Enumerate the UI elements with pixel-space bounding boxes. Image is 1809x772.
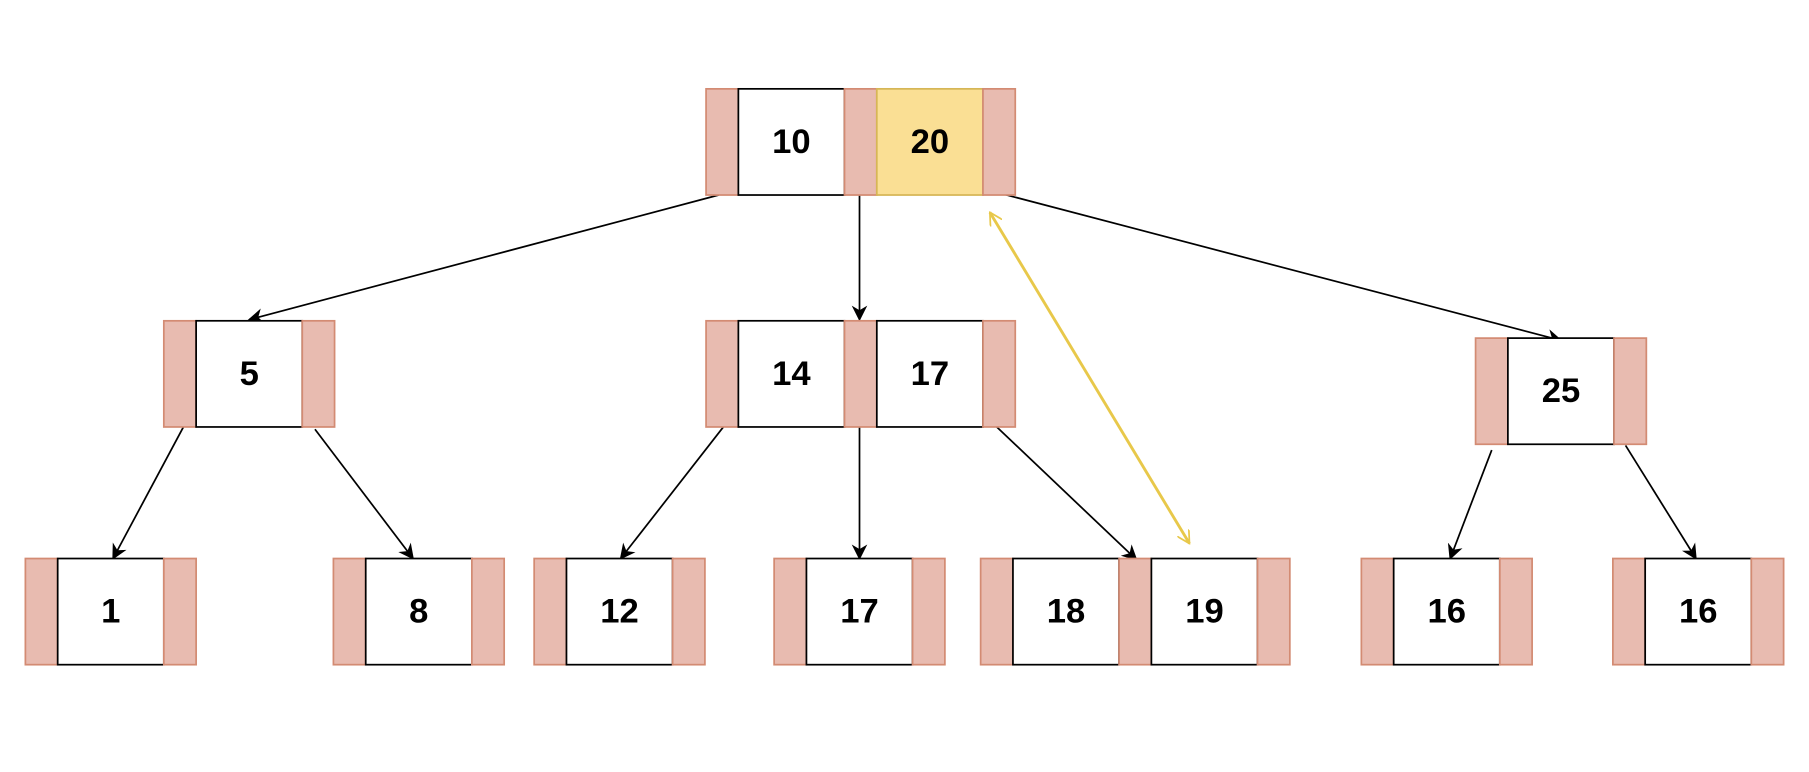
swap-arrow-layer: [988, 212, 1191, 543]
key-cell: [737, 319, 846, 428]
key-label: 16: [1679, 593, 1717, 631]
pointer-slot: [843, 319, 878, 428]
pointer-slot: [911, 557, 946, 666]
tree-node-l8: 8: [332, 557, 506, 666]
pointer-slot: [979, 557, 1014, 666]
pointer-slot: [1750, 557, 1785, 666]
pointer-slot: [332, 557, 367, 666]
pointer-slot: [705, 87, 740, 196]
tree-node-l12: 12: [533, 557, 706, 666]
pointer-slot: [301, 319, 336, 428]
pointer-slot: [470, 557, 506, 666]
tree-node-root: 10 20: [705, 87, 1017, 196]
pointer-slot: [1613, 337, 1648, 446]
edge-n14-l18: [996, 426, 1138, 561]
key-label: 16: [1427, 593, 1465, 631]
key-label: 12: [600, 593, 638, 631]
tree-node-n14: 14 17: [705, 319, 1017, 428]
highlighted-key-cell: [875, 87, 984, 196]
pointer-slot: [1360, 557, 1395, 666]
edge-n5-l1: [112, 426, 185, 560]
pointer-slot: [1118, 557, 1153, 666]
tree-node-n25: 25: [1474, 337, 1648, 446]
key-label: 25: [1542, 372, 1580, 410]
pointer-slot: [162, 557, 197, 666]
pointer-slot: [533, 557, 568, 666]
edge-root-n25: [997, 191, 1563, 345]
pointer-slot: [1498, 557, 1533, 666]
pointer-slot: [982, 87, 1017, 196]
tree-node-l17: 17: [773, 557, 946, 666]
key-cell: [1392, 557, 1501, 666]
pointer-slot: [24, 557, 59, 666]
tree-node-n5: 5: [162, 319, 336, 428]
pointer-slot: [705, 319, 740, 428]
tree-node-l1: 1: [24, 557, 197, 666]
key-label: 5: [240, 355, 259, 393]
key-cell: [875, 319, 984, 428]
key-label: 17: [911, 355, 949, 393]
key-cell: [1012, 557, 1120, 666]
key-cell: [1150, 557, 1259, 666]
edge-n25-l16a: [1447, 449, 1493, 560]
pointer-slot: [162, 319, 197, 428]
key-label: 20: [911, 123, 949, 161]
key-cell: [565, 557, 674, 666]
key-label: 10: [772, 123, 810, 161]
key-label: 1: [101, 593, 120, 631]
key-cell: [805, 557, 914, 666]
pointer-slot: [1256, 557, 1291, 666]
tree-node-l16a: 16: [1360, 557, 1533, 666]
tree-node-l16b: 16: [1612, 557, 1785, 666]
pointer-slot: [1474, 337, 1509, 446]
edge-n5-l8: [314, 428, 414, 560]
edge-n25-l16b: [1624, 444, 1697, 560]
key-label: 8: [409, 593, 428, 631]
edge-n14-l12: [619, 426, 725, 560]
pointer-slot: [1612, 557, 1647, 666]
swap-double-arrow: [988, 212, 1191, 543]
key-cell: [1507, 337, 1615, 446]
key-label: 14: [772, 355, 811, 393]
key-cell: [56, 557, 165, 666]
pointer-slot: [843, 87, 878, 196]
key-label: 18: [1047, 593, 1085, 631]
key-cell: [1644, 557, 1753, 666]
key-cell: [364, 557, 473, 666]
pointer-slot: [671, 557, 706, 666]
pointer-slot: [982, 319, 1017, 428]
edge-root-n5: [247, 194, 719, 324]
key-label: 19: [1185, 593, 1223, 631]
key-label: 17: [840, 593, 878, 631]
key-cell: [195, 319, 304, 428]
pointer-slot: [773, 557, 808, 666]
